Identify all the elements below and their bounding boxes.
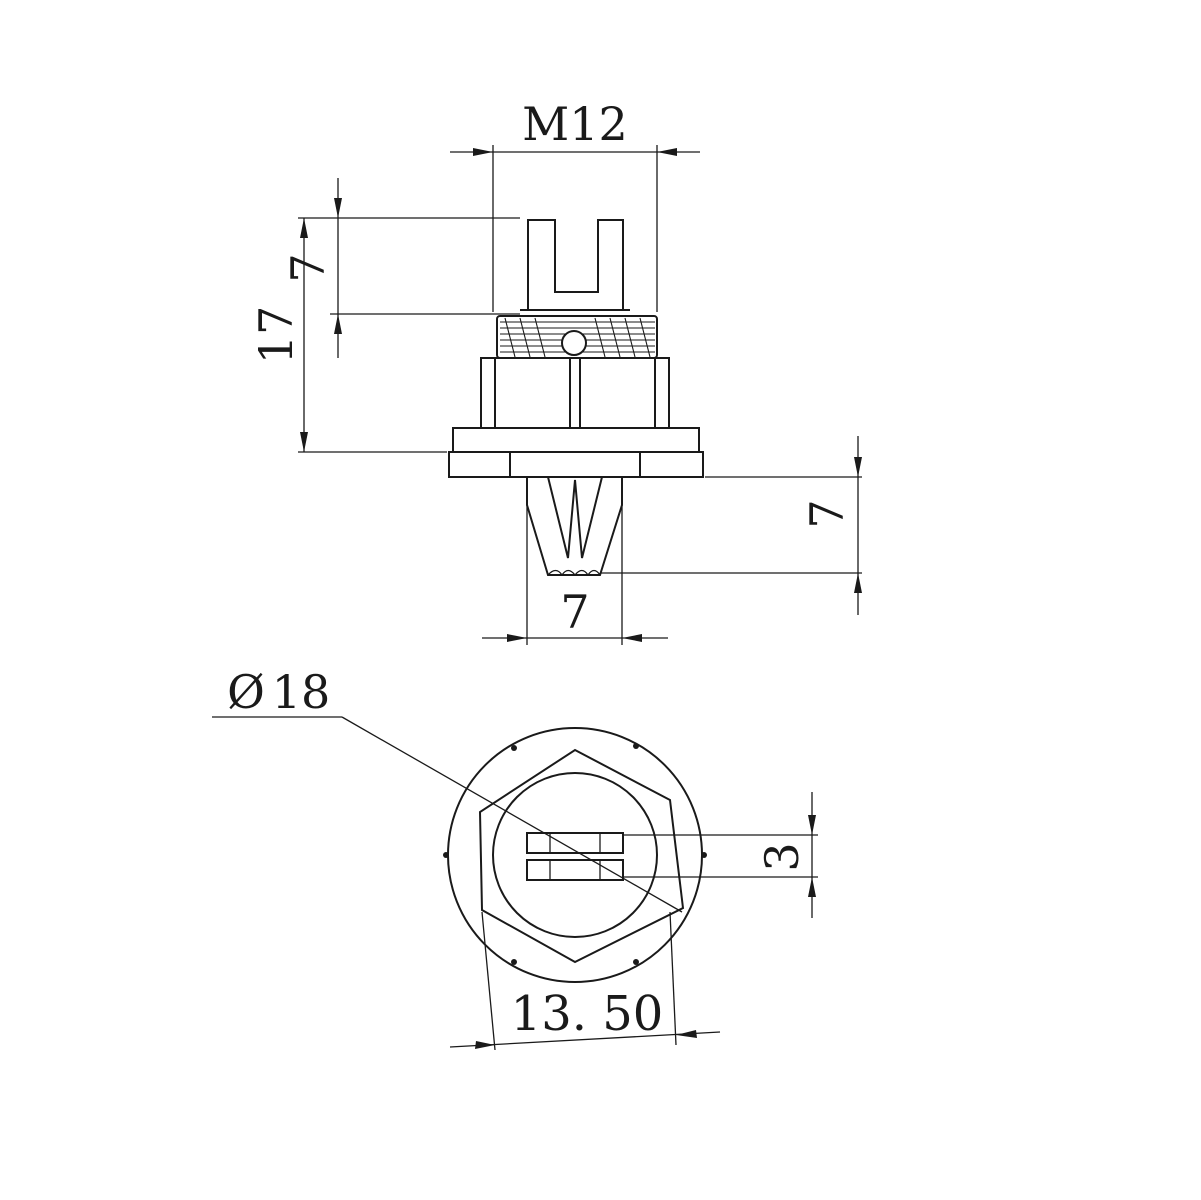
flange	[448, 427, 704, 478]
pin-height-7-label: 7	[281, 253, 335, 282]
contact-slot-upper	[526, 832, 624, 854]
contact-slot-lower	[526, 859, 624, 881]
height-17-dimension: 17	[249, 217, 520, 453]
hex-outline	[478, 748, 685, 964]
hex-size-label: 13. 50	[511, 986, 664, 1042]
solder-tails	[526, 476, 623, 577]
m12-label: M12	[522, 97, 628, 151]
outer-flange-circle	[447, 727, 703, 983]
diameter-18-callout: Ø 18	[212, 665, 683, 913]
front-view: Ø 18 3 13. 50	[212, 665, 818, 1051]
hex-nut-body	[480, 357, 670, 429]
side-view: M12 17 7 7	[249, 97, 862, 645]
diameter-18-label: 18	[272, 665, 331, 719]
pin-height-7-dimension: 7	[281, 178, 520, 358]
m12-dimension: M12	[450, 97, 700, 312]
contact-pins	[527, 219, 624, 310]
slot-gap-3-dimension: 3	[623, 792, 818, 918]
height-17-label: 17	[249, 306, 303, 365]
hex-size-dimension: 13. 50	[449, 911, 721, 1051]
thread-pin-dot	[561, 330, 587, 356]
tail-length-7-label: 7	[800, 499, 854, 528]
inner-circle	[492, 772, 658, 938]
tail-length-7-dimension: 7	[600, 436, 862, 615]
thread-section	[496, 315, 658, 359]
tail-width-7-dimension: 7	[482, 505, 668, 645]
diameter-symbol: Ø	[227, 665, 265, 719]
slot-gap-3-label: 3	[755, 842, 809, 871]
tail-width-7-label: 7	[560, 585, 589, 639]
